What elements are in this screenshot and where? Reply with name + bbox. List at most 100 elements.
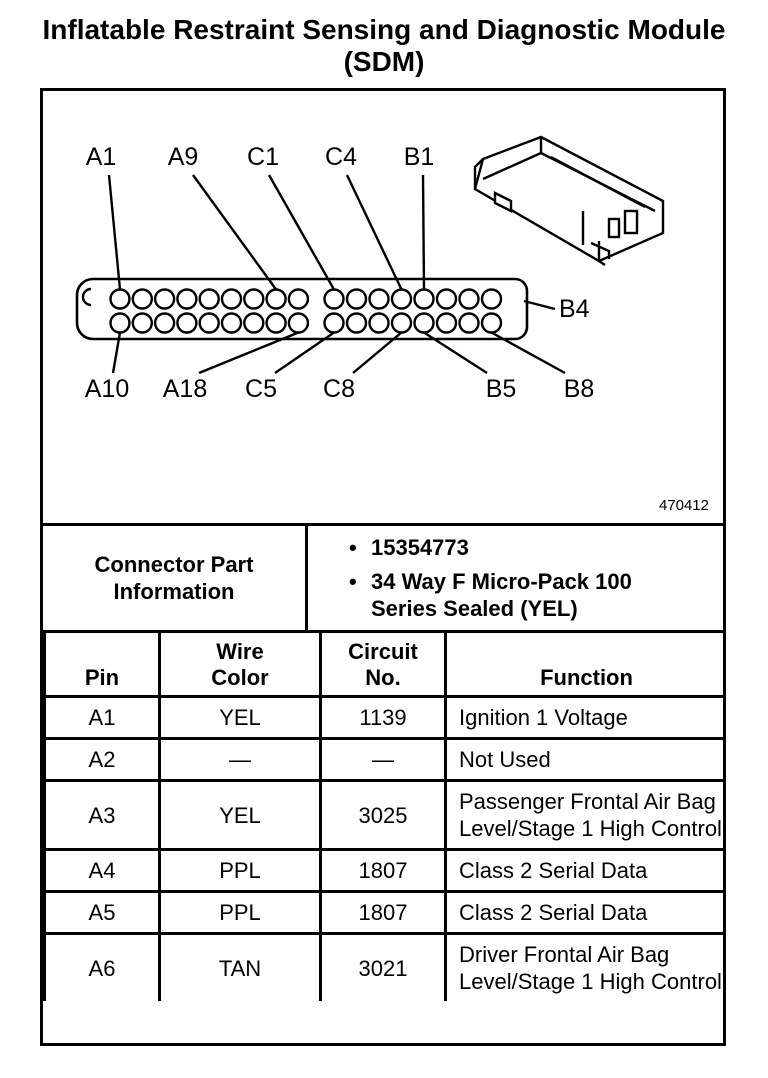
header-function: Function: [444, 630, 726, 698]
cell-pin: A5: [43, 890, 161, 935]
pin-cavity: [435, 288, 458, 310]
part-number: 15354773: [349, 534, 641, 561]
cell-pin: A4: [43, 848, 161, 893]
pin-cavity: [345, 312, 368, 334]
leader-line: [107, 174, 122, 290]
page-title: Inflatable Restraint Sensing and Diagnos…: [42, 14, 726, 77]
cell-function: Passenger Frontal Air Bag Level/Stage 1 …: [444, 779, 726, 851]
pin-cavity: [323, 288, 345, 310]
pin-cavity: [153, 312, 176, 334]
pin-cavity: [131, 288, 154, 310]
pin-cavity: [368, 288, 390, 310]
pin-cavity: [176, 288, 198, 310]
header-circuit-text: Circuit No.: [348, 639, 418, 690]
cell-circuit: 1139: [319, 695, 447, 740]
connector-type-text: 34 Way F Micro-Pack 100 Series Sealed (Y…: [371, 569, 632, 621]
divider: [43, 523, 723, 526]
connector-info-list: 15354773 34 Way F Micro-Pack 100 Series …: [349, 534, 641, 622]
cell-function: Class 2 Serial Data: [444, 890, 726, 935]
connector-body-outline: [75, 277, 529, 341]
pin-cavity: [109, 288, 131, 310]
leader-line: [192, 174, 278, 291]
left-key-notch: [81, 287, 92, 307]
figure-number: 470412: [658, 497, 709, 514]
cell-pin: A3: [43, 779, 161, 851]
pin-label-b4: B4: [559, 295, 590, 323]
column-divider: [305, 526, 308, 630]
table-row: A2——Not Used: [43, 737, 726, 782]
cell-circuit: —: [319, 737, 447, 782]
pin-cavity: [265, 312, 287, 334]
pin-label-c5: C5: [245, 375, 277, 403]
connector-perspective-icon: [473, 135, 665, 266]
leader-line: [267, 174, 336, 291]
connector-part-info: Connector Part Information 15354773 34 W…: [43, 526, 723, 630]
cell-circuit: 3025: [319, 779, 447, 851]
leader-line: [345, 174, 403, 291]
connector-info-heading: Connector Part Information: [94, 552, 254, 604]
pin-label-c4: C4: [325, 143, 357, 171]
pin-cavity: [243, 312, 265, 334]
cell-wire-color: PPL: [158, 848, 322, 893]
cell-pin: A1: [43, 695, 161, 740]
pin-cavity: [480, 312, 503, 334]
header-wire-color: Wire Color: [158, 630, 322, 698]
pin-label-c8: C8: [323, 375, 355, 403]
table-header-row: Pin Wire Color Circuit No. Function: [43, 630, 726, 698]
cell-wire-color: TAN: [158, 932, 322, 1001]
cell-function: Ignition 1 Voltage: [444, 695, 726, 740]
cell-circuit: 1807: [319, 848, 447, 893]
cell-wire-color: —: [158, 737, 322, 782]
pin-cavity: [220, 288, 243, 310]
pin-label-c1: C1: [247, 143, 279, 171]
pin-cavity: [368, 312, 390, 334]
pin-cavity: [131, 312, 154, 334]
pin-cavity: [458, 312, 480, 334]
pin-cavity: [265, 288, 287, 310]
pin-cavity: [435, 312, 458, 334]
pin-label-a10: A10: [85, 375, 129, 403]
leader-line: [523, 299, 556, 311]
pin-cavity: [153, 288, 176, 310]
pin-cavity: [413, 312, 435, 334]
pin-cavity: [109, 312, 131, 334]
pin-cavity: [345, 288, 368, 310]
cell-wire-color: PPL: [158, 890, 322, 935]
cell-function: Class 2 Serial Data: [444, 848, 726, 893]
cell-function: Not Used: [444, 737, 726, 782]
pin-cavity: [390, 288, 413, 310]
pin-cavity: [198, 312, 220, 334]
cell-circuit: 3021: [319, 932, 447, 1001]
pin-label-a9: A9: [168, 143, 199, 171]
pin-cavity: [413, 288, 435, 310]
pin-cavity: [176, 312, 198, 334]
pin-label-a1: A1: [86, 143, 117, 171]
pin-label-b8: B8: [564, 375, 595, 403]
pin-cavity: [458, 288, 480, 310]
pin-cavity: [390, 312, 413, 334]
connector-type: 34 Way F Micro-Pack 100 Series Sealed (Y…: [349, 568, 641, 622]
pin-cavity: [198, 288, 220, 310]
cell-circuit: 1807: [319, 890, 447, 935]
header-pin: Pin: [43, 630, 161, 698]
pin-cavity: [287, 288, 310, 310]
cell-wire-color: YEL: [158, 695, 322, 740]
pin-cavity: [480, 288, 503, 310]
header-circuit: Circuit No.: [319, 630, 447, 698]
cell-function: Driver Frontal Air Bag Level/Stage 1 Hig…: [444, 932, 726, 1001]
cell-pin: A6: [43, 932, 161, 1001]
pin-label-b5: B5: [486, 375, 517, 403]
pin-cavity: [243, 288, 265, 310]
leader-line: [421, 174, 426, 290]
pin-label-a18: A18: [163, 375, 207, 403]
cell-pin: A2: [43, 737, 161, 782]
pin-cavity: [323, 312, 345, 334]
